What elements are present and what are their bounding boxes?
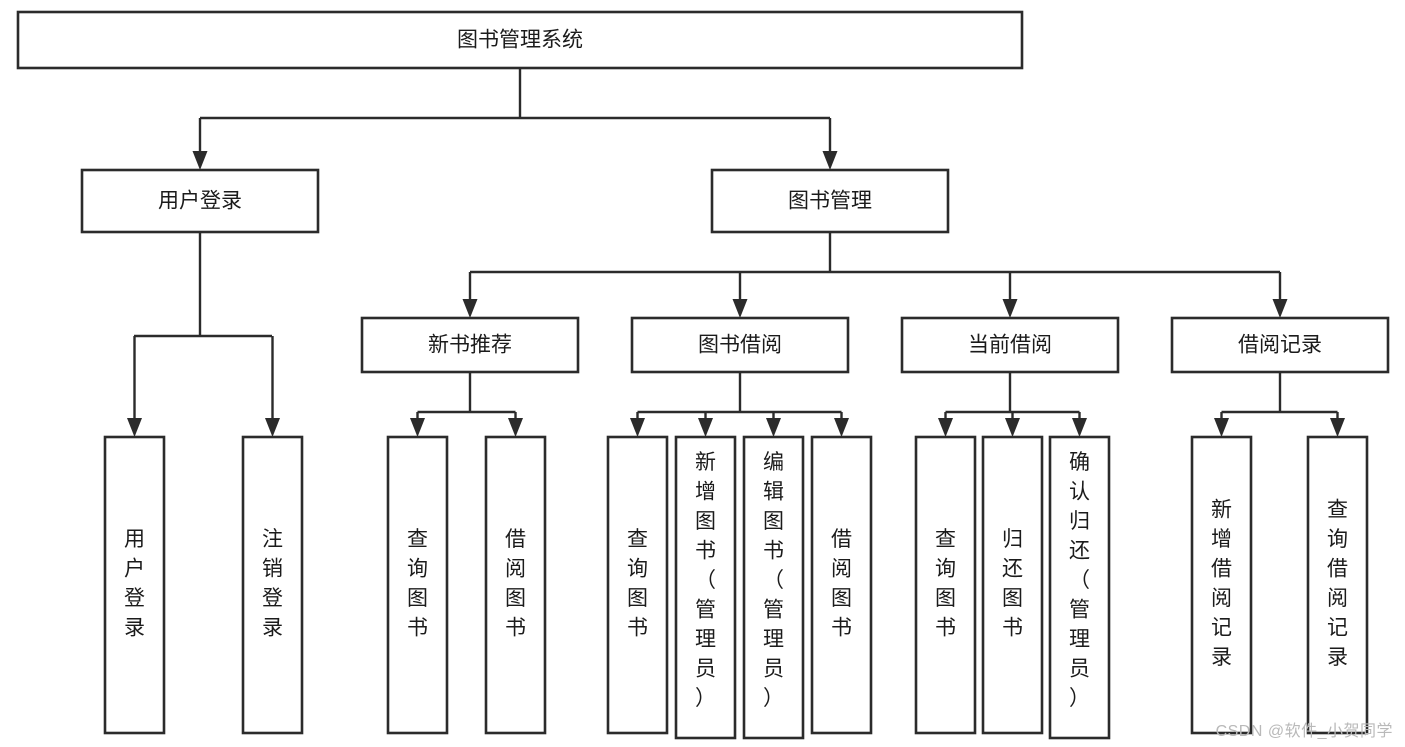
node-leaf-confirm-return-label: 确认归还（管理员） (1069, 451, 1090, 710)
node-leaf-logout-label: 注销登录 (262, 528, 283, 640)
node-leaf-query-book-borrow[interactable]: 查询图书 (606, 435, 669, 735)
edge-current-borrow-to-leaf-query-book-current-arrow-icon (938, 418, 953, 437)
connectors-layer (127, 68, 1345, 437)
edge-current-borrow-to-leaf-confirm-return-arrow-icon (1072, 418, 1087, 437)
edge-ul-to-leaf-user-login-arrow-icon (127, 418, 142, 437)
node-leaf-query-book-borrow-box[interactable] (606, 435, 669, 735)
edge-bm-to-borrow-record-arrow-icon (1272, 299, 1288, 318)
node-leaf-borrow-book-recommend[interactable]: 借阅图书 (484, 435, 547, 735)
node-leaf-add-record-box[interactable] (1190, 435, 1253, 735)
node-leaf-query-book-recommend-label: 查询图书 (407, 528, 428, 640)
node-leaf-query-book-borrow-label: 查询图书 (627, 528, 648, 640)
node-leaf-query-book-recommend-box[interactable] (386, 435, 449, 735)
node-leaf-query-book-current-box[interactable] (914, 435, 977, 735)
node-user-login-box[interactable] (80, 168, 320, 234)
edge-new-book-recommend-to-leaf-borrow-book-recommend-arrow-icon (508, 418, 523, 437)
node-leaf-user-login-box[interactable] (103, 435, 166, 735)
node-leaf-query-record[interactable]: 查询借阅记录 (1306, 435, 1369, 735)
node-leaf-return-book-box[interactable] (981, 435, 1044, 735)
node-leaf-user-login-label: 用户登录 (124, 528, 145, 640)
node-leaf-user-login[interactable]: 用户登录 (103, 435, 166, 735)
node-book-management-label: 图书管理 (788, 190, 872, 213)
node-leaf-query-book-current-label: 查询图书 (935, 528, 956, 640)
node-borrow-record-box[interactable] (1170, 316, 1390, 374)
node-book-borrow[interactable]: 图书借阅 (630, 316, 850, 374)
node-leaf-logout-box[interactable] (241, 435, 304, 735)
node-new-book-recommend[interactable]: 新书推荐 (360, 316, 580, 374)
node-new-book-recommend-label: 新书推荐 (428, 334, 512, 357)
edge-bm-to-book-borrow-arrow-icon (732, 299, 748, 318)
node-leaf-add-book-box[interactable] (674, 435, 737, 740)
edge-bm-to-current-borrow-arrow-icon (1002, 299, 1018, 318)
edge-book-borrow-to-leaf-edit-book-arrow-icon (766, 418, 781, 437)
node-leaf-confirm-return[interactable]: 确认归还（管理员） (1048, 435, 1111, 740)
node-leaf-confirm-return-box[interactable] (1048, 435, 1111, 740)
node-leaf-return-book[interactable]: 归还图书 (981, 435, 1044, 735)
edge-current-borrow-to-leaf-return-book-arrow-icon (1005, 418, 1020, 437)
node-leaf-edit-book[interactable]: 编辑图书（管理员） (742, 435, 805, 740)
node-leaf-add-record-label: 新增借阅记录 (1211, 499, 1232, 670)
edge-borrow-record-to-leaf-add-record-arrow-icon (1214, 418, 1229, 437)
node-leaf-edit-book-label: 编辑图书（管理员） (763, 451, 784, 710)
node-current-borrow-label: 当前借阅 (968, 334, 1052, 357)
edge-bm-to-new-book-recommend-arrow-icon (462, 299, 478, 318)
node-new-book-recommend-box[interactable] (360, 316, 580, 374)
node-borrow-record-label: 借阅记录 (1238, 334, 1322, 357)
node-leaf-borrow-book-label: 借阅图书 (831, 528, 852, 640)
node-leaf-borrow-book-recommend-label: 借阅图书 (505, 528, 526, 640)
node-leaf-borrow-book[interactable]: 借阅图书 (810, 435, 873, 735)
csdn-watermark: CSDN @软件_小贺同学 (1215, 723, 1393, 740)
node-leaf-query-book-recommend[interactable]: 查询图书 (386, 435, 449, 735)
nodes-layer: 图书管理系统用户登录图书管理新书推荐图书借阅当前借阅借阅记录用户登录注销登录查询… (16, 10, 1390, 740)
node-leaf-add-record[interactable]: 新增借阅记录 (1190, 435, 1253, 735)
node-leaf-query-book-current[interactable]: 查询图书 (914, 435, 977, 735)
node-book-borrow-box[interactable] (630, 316, 850, 374)
node-root-root-box[interactable] (16, 10, 1024, 70)
node-leaf-borrow-book-box[interactable] (810, 435, 873, 735)
node-leaf-logout[interactable]: 注销登录 (241, 435, 304, 735)
node-current-borrow-box[interactable] (900, 316, 1120, 374)
node-root-root[interactable]: 图书管理系统 (16, 10, 1024, 70)
edge-root-to-user-login-arrow-icon (192, 151, 208, 170)
node-user-login-label: 用户登录 (158, 190, 242, 213)
node-leaf-return-book-label: 归还图书 (1002, 528, 1023, 640)
node-leaf-add-book-label: 新增图书（管理员） (695, 451, 716, 710)
edge-book-borrow-to-leaf-borrow-book-arrow-icon (834, 418, 849, 437)
node-borrow-record[interactable]: 借阅记录 (1170, 316, 1390, 374)
node-book-management-box[interactable] (710, 168, 950, 234)
edge-borrow-record-to-leaf-query-record-arrow-icon (1330, 418, 1345, 437)
node-leaf-query-record-box[interactable] (1306, 435, 1369, 735)
node-root-root-label: 图书管理系统 (457, 29, 583, 52)
edge-ul-to-leaf-logout-arrow-icon (265, 418, 280, 437)
node-book-borrow-label: 图书借阅 (698, 334, 782, 357)
node-leaf-borrow-book-recommend-box[interactable] (484, 435, 547, 735)
node-book-management[interactable]: 图书管理 (710, 168, 950, 234)
node-leaf-add-book[interactable]: 新增图书（管理员） (674, 435, 737, 740)
node-current-borrow[interactable]: 当前借阅 (900, 316, 1120, 374)
node-leaf-edit-book-box[interactable] (742, 435, 805, 740)
edge-book-borrow-to-leaf-add-book-arrow-icon (698, 418, 713, 437)
edge-root-to-book-management-arrow-icon (822, 151, 838, 170)
node-user-login[interactable]: 用户登录 (80, 168, 320, 234)
node-leaf-query-record-label: 查询借阅记录 (1327, 499, 1348, 670)
edge-book-borrow-to-leaf-query-book-borrow-arrow-icon (630, 418, 645, 437)
edge-new-book-recommend-to-leaf-query-book-recommend-arrow-icon (410, 418, 425, 437)
